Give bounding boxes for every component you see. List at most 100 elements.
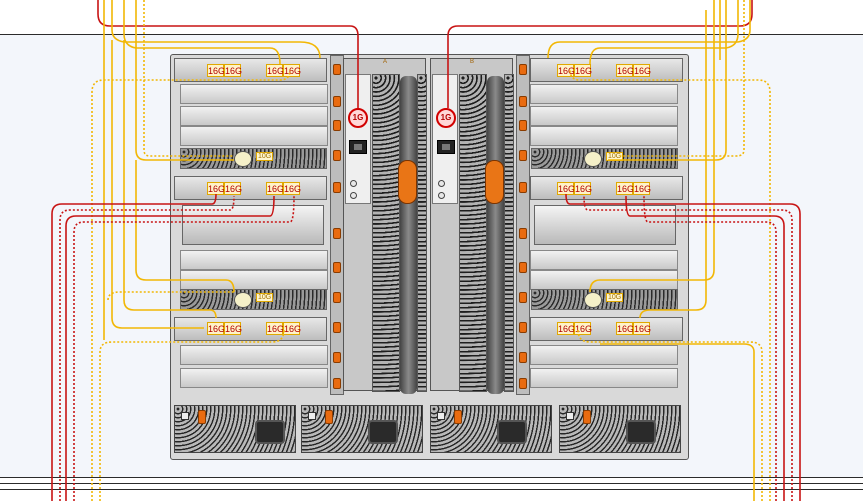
fc-port[interactable]: 16G	[574, 64, 593, 77]
psu-led	[437, 412, 445, 420]
power-socket-icon	[368, 420, 398, 444]
latch-icon[interactable]	[333, 64, 341, 75]
latch-icon[interactable]	[519, 120, 527, 131]
psu-latch-icon[interactable]	[454, 410, 462, 424]
fc-port[interactable]: 16G	[616, 182, 635, 195]
controller-b-io	[432, 74, 458, 204]
latch-icon[interactable]	[333, 322, 341, 333]
network-port-10g[interactable]	[584, 292, 602, 308]
fc-port[interactable]: 16G	[266, 64, 285, 77]
blank-panel	[530, 84, 678, 104]
fc-port[interactable]: 16G	[283, 182, 302, 195]
blank-panel	[180, 345, 328, 365]
latch-icon[interactable]	[519, 96, 527, 107]
fc-port[interactable]: 16G	[224, 182, 243, 195]
latch-icon[interactable]	[519, 64, 527, 75]
fc-port[interactable]: 16G	[633, 64, 652, 77]
io-module-upper-mid[interactable]	[530, 176, 683, 200]
fc-port[interactable]: 16G	[557, 322, 576, 335]
fc-port[interactable]: 16G	[616, 64, 635, 77]
fc-port[interactable]: 16G	[283, 322, 302, 335]
fc-port[interactable]: 16G	[283, 64, 302, 77]
handle-grip[interactable]	[398, 160, 417, 204]
psu-led	[308, 412, 316, 420]
controller-a-label: A	[382, 59, 387, 65]
mgmt-port-1g[interactable]: 1G	[436, 108, 456, 128]
network-port-10g[interactable]	[584, 151, 602, 167]
port-10g-label: 10G	[256, 293, 274, 302]
fc-port[interactable]: 16G	[207, 64, 226, 77]
network-port-10g[interactable]	[234, 292, 252, 308]
latch-icon[interactable]	[333, 378, 341, 389]
io-module-lower-mid[interactable]	[174, 317, 327, 341]
power-supply-1[interactable]	[174, 405, 296, 453]
io-module-10g[interactable]	[531, 289, 678, 310]
latch-icon[interactable]	[333, 96, 341, 107]
blank-panel	[180, 106, 328, 126]
led-indicator	[350, 180, 357, 187]
latch-icon[interactable]	[333, 352, 341, 363]
led-indicator	[350, 192, 357, 199]
latch-icon[interactable]	[333, 292, 341, 303]
psu-latch-icon[interactable]	[198, 410, 206, 424]
latch-icon[interactable]	[333, 120, 341, 131]
mgmt-port-1g[interactable]: 1G	[348, 108, 368, 128]
power-socket-icon	[497, 420, 527, 444]
blank-panel	[530, 106, 678, 126]
latch-icon[interactable]	[333, 262, 341, 273]
io-module-10g[interactable]	[180, 289, 327, 310]
psu-latch-icon[interactable]	[325, 410, 333, 424]
fc-port[interactable]: 16G	[574, 322, 593, 335]
handle-grip[interactable]	[485, 160, 504, 204]
latch-icon[interactable]	[519, 150, 527, 161]
fc-port[interactable]: 16G	[266, 182, 285, 195]
io-module-10g[interactable]	[531, 148, 678, 169]
drive-bay[interactable]	[534, 205, 676, 245]
psu-latch-icon[interactable]	[583, 410, 591, 424]
latch-icon[interactable]	[519, 378, 527, 389]
release-handle-icon[interactable]	[400, 76, 417, 394]
power-socket-icon	[255, 420, 285, 444]
io-module-10g[interactable]	[180, 148, 327, 169]
led-indicator	[438, 192, 445, 199]
power-supply-3[interactable]	[430, 405, 552, 453]
rj45-port-icon[interactable]	[349, 140, 367, 154]
latch-icon[interactable]	[333, 228, 341, 239]
rack-rail	[0, 483, 863, 484]
fc-port[interactable]: 16G	[633, 182, 652, 195]
fc-port[interactable]: 16G	[266, 322, 285, 335]
blank-panel	[530, 250, 678, 270]
latch-icon[interactable]	[519, 262, 527, 273]
fc-port[interactable]: 16G	[224, 64, 243, 77]
fan-grille-icon	[504, 74, 514, 392]
latch-icon[interactable]	[333, 150, 341, 161]
io-module-upper-mid[interactable]	[174, 176, 327, 200]
fc-port[interactable]: 16G	[616, 322, 635, 335]
fc-port[interactable]: 16G	[557, 64, 576, 77]
network-port-10g[interactable]	[234, 151, 252, 167]
blank-panel	[180, 368, 328, 388]
blank-panel	[180, 250, 328, 270]
latch-icon[interactable]	[519, 322, 527, 333]
fc-port[interactable]: 16G	[224, 322, 243, 335]
rj45-port-icon[interactable]	[437, 140, 455, 154]
io-module-top[interactable]	[174, 58, 327, 82]
blank-panel	[180, 270, 328, 290]
fc-port[interactable]: 16G	[574, 182, 593, 195]
blank-panel	[180, 84, 328, 104]
fc-port[interactable]: 16G	[633, 322, 652, 335]
fc-port[interactable]: 16G	[207, 182, 226, 195]
latch-icon[interactable]	[519, 292, 527, 303]
latch-icon[interactable]	[519, 228, 527, 239]
io-module-top[interactable]	[530, 58, 683, 82]
io-module-lower-mid[interactable]	[530, 317, 683, 341]
latch-icon[interactable]	[519, 352, 527, 363]
power-supply-2[interactable]	[301, 405, 423, 453]
latch-icon[interactable]	[333, 182, 341, 193]
power-supply-4[interactable]	[559, 405, 681, 453]
release-handle-icon[interactable]	[487, 76, 504, 394]
fc-port[interactable]: 16G	[557, 182, 576, 195]
drive-bay[interactable]	[182, 205, 324, 245]
latch-icon[interactable]	[519, 182, 527, 193]
fc-port[interactable]: 16G	[207, 322, 226, 335]
